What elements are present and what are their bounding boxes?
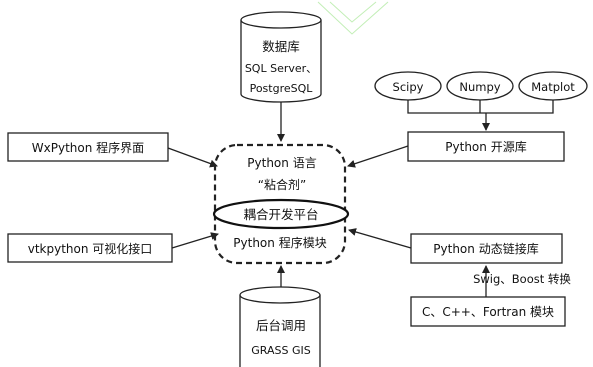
grass-cylinder: 后台调用 GRASS GIS [239, 286, 321, 367]
arrow-wxpython-to-core [167, 147, 218, 168]
arrow-vtkpython-to-core [171, 232, 219, 249]
database-postgresql-label: PostgreSQL [250, 82, 314, 95]
grass-subtitle: GRASS GIS [251, 344, 310, 357]
python-module-label: Python 程序模块 [233, 235, 326, 250]
glue-label: “粘合剂” [258, 177, 306, 192]
python-core-dashed-border [213, 143, 347, 265]
vtkpython-box: vtkpython 可视化接口 [7, 233, 173, 263]
open-source-lib-box: Python 开源库 [407, 131, 565, 162]
database-sqlserver-label: SQL Server、 [245, 62, 317, 75]
vtkpython-label: vtkpython 可视化接口 [28, 241, 153, 256]
swig-boost-label: Swig、Boost 转换 [473, 272, 571, 286]
matplot-label: Matplot [531, 80, 575, 94]
numpy-label: Numpy [459, 80, 500, 94]
python-core: Python 语言 “粘合剂” 耦合开发平台 Python 程序模块 [212, 143, 350, 265]
wxpython-box: WxPython 程序界面 [7, 132, 169, 162]
coupling-platform-ellipse [212, 198, 350, 230]
library-bracket [407, 100, 554, 114]
database-cylinder: 数据库 SQL Server、 PostgreSQL [240, 11, 322, 103]
wxpython-label: WxPython 程序界面 [32, 140, 144, 155]
grass-title: 后台调用 [256, 318, 306, 333]
native-modules-label: C、C++、Fortran 模块 [422, 305, 554, 319]
python-language-label: Python 语言 [247, 156, 316, 170]
coupling-platform-label: 耦合开发平台 [243, 207, 318, 222]
background-watermark [317, 1, 389, 35]
database-title: 数据库 [262, 39, 300, 54]
native-modules-box: C、C++、Fortran 模块 [410, 296, 566, 327]
arrow-dynamic-lib-to-core [348, 228, 412, 249]
open-source-lib-label: Python 开源库 [445, 139, 526, 154]
scipy-label: Scipy [393, 80, 424, 94]
arrow-open-source-to-core [347, 145, 409, 168]
connector-arrows [167, 102, 490, 297]
library-ellipses: Scipy Numpy Matplot [374, 71, 588, 114]
dynamic-lib-box: Python 动态链接库 [410, 233, 563, 264]
dynamic-lib-label: Python 动态链接库 [433, 241, 538, 256]
